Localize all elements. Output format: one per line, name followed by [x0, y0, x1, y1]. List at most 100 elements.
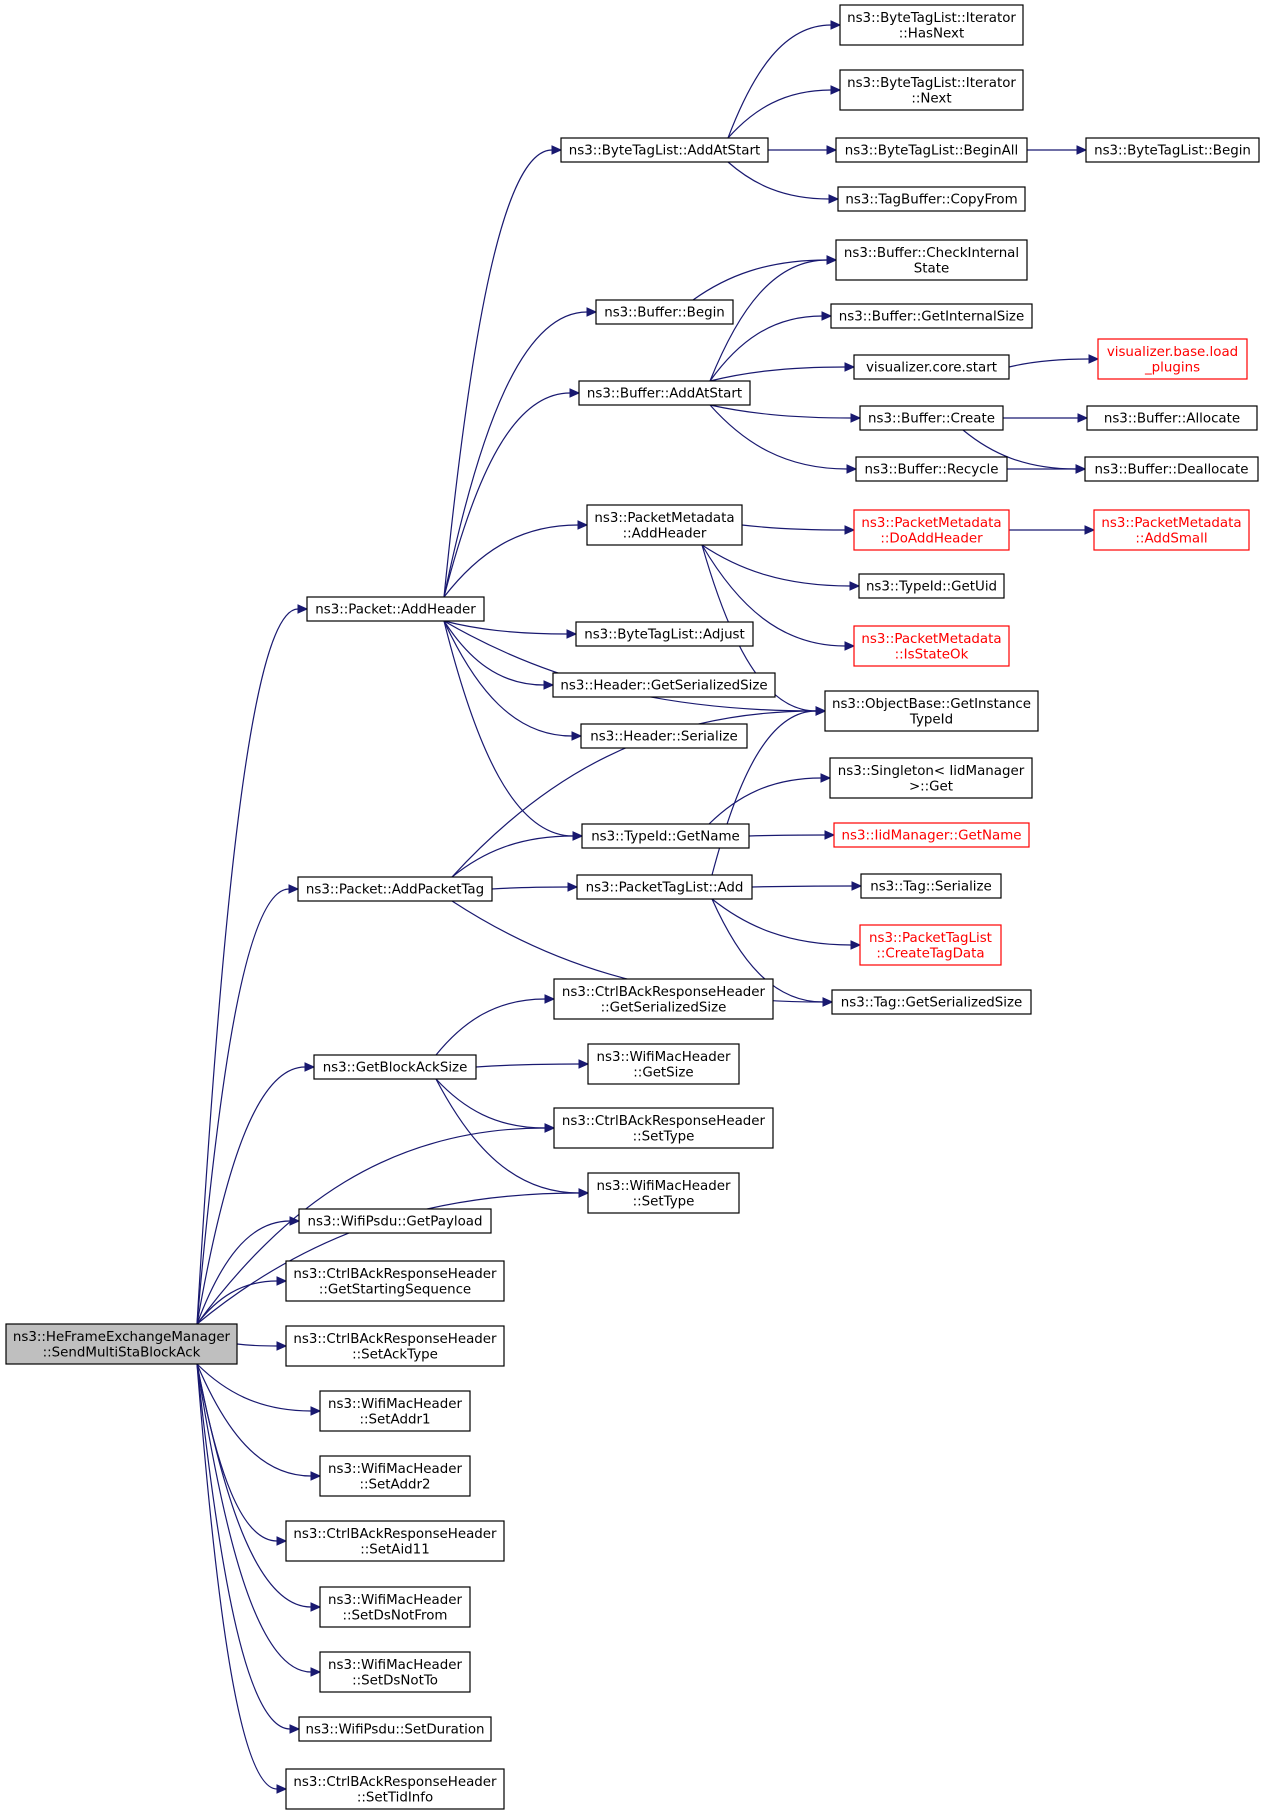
node-hdr-serialize[interactable]: ns3::Header::Serialize — [580, 723, 748, 749]
node-wmh-setdsnotto[interactable]: ns3::WifiMacHeader::SetDsNotTo — [319, 1651, 471, 1693]
node-box — [313, 1054, 477, 1080]
node-btl-begin[interactable]: ns3::ByteTagList::Begin — [1085, 137, 1260, 163]
node-btl-adjust[interactable]: ns3::ByteTagList::Adjust — [575, 621, 754, 647]
node-pkt-addpackettag[interactable]: ns3::Packet::AddPacketTag — [297, 876, 493, 902]
edge-line — [711, 898, 824, 1003]
node-btli-next[interactable]: ns3::ByteTagList::Iterator::Next — [839, 69, 1024, 111]
node-buf-getinternalsize[interactable]: ns3::Buffer::GetInternalSize — [830, 303, 1033, 329]
edge-buf-recycle-to-buf-deallocate — [1007, 464, 1087, 474]
node-tag-serialize[interactable]: ns3::Tag::Serialize — [860, 873, 1002, 899]
node-tb-copyfrom[interactable]: ns3::TagBuffer::CopyFrom — [837, 186, 1026, 212]
edge-line — [709, 404, 852, 419]
node-buf-create[interactable]: ns3::Buffer::Create — [859, 405, 1004, 431]
edge-pm-addheader-to-pm-isstateok — [701, 544, 856, 651]
node-wmh-setaddr2[interactable]: ns3::WifiMacHeader::SetAddr2 — [319, 1455, 471, 1497]
edge-buf-addatstart-to-viz-core-start — [709, 362, 856, 382]
node-buf-recycle[interactable]: ns3::Buffer::Recycle — [855, 456, 1008, 482]
node-getblockacksize[interactable]: ns3::GetBlockAckSize — [313, 1054, 477, 1080]
arrowhead-icon — [310, 1602, 322, 1612]
edge-line — [748, 834, 826, 837]
edge-buf-create-to-buf-allocate — [1003, 413, 1089, 423]
node-crh-getserializedsize[interactable]: ns3::CtrlBAckResponseHeader::GetSerializ… — [553, 978, 774, 1020]
edge-buf-addatstart-to-buf-checkinternalstate — [709, 255, 838, 382]
node-tag-getserializedsize[interactable]: ns3::Tag::GetSerializedSize — [831, 989, 1032, 1015]
arrowhead-icon — [820, 773, 832, 783]
edge-pkt-addpackettag-to-ptl-add — [491, 882, 579, 892]
node-buf-begin[interactable]: ns3::Buffer::Begin — [595, 299, 734, 325]
arrowhead-icon — [846, 464, 858, 474]
node-psdu-setduration[interactable]: ns3::WifiPsdu::SetDuration — [298, 1716, 492, 1742]
node-psdu-getpayload[interactable]: ns3::WifiPsdu::GetPayload — [298, 1208, 492, 1234]
node-label-line: ns3::Header::GetSerializedSize — [560, 679, 767, 694]
edge-pm-addheader-to-pm-doaddheader — [741, 524, 856, 535]
arrowhead-icon — [850, 940, 862, 950]
node-wmh-setdsnotfrom[interactable]: ns3::WifiMacHeader::SetDsNotFrom — [319, 1586, 471, 1628]
node-box — [575, 621, 754, 647]
edge-line — [1008, 358, 1090, 368]
nodes-layer: ns3::HeFrameExchangeManager::SendMultiSt… — [5, 4, 1260, 1810]
node-label-line: ns3::PacketTagList::Add — [586, 881, 744, 896]
node-crh-getstartseq[interactable]: ns3::CtrlBAckResponseHeader::GetStarting… — [285, 1260, 505, 1302]
node-root[interactable]: ns3::HeFrameExchangeManager::SendMultiSt… — [5, 1323, 238, 1365]
node-buf-deallocate[interactable]: ns3::Buffer::Deallocate — [1084, 456, 1259, 482]
edge-line — [196, 1066, 306, 1325]
node-label-line: ns3::CtrlBAckResponseHeader — [293, 1775, 497, 1790]
edge-line — [451, 835, 574, 878]
node-box — [587, 1043, 740, 1085]
edge-pkt-addheader-to-btl-addatstart — [443, 145, 563, 598]
node-pkt-addheader[interactable]: ns3::Packet::AddHeader — [306, 596, 485, 622]
node-btl-beginall[interactable]: ns3::ByteTagList::BeginAll — [835, 137, 1028, 163]
node-buf-allocate[interactable]: ns3::Buffer::Allocate — [1086, 405, 1258, 431]
node-label-line: ns3::PacketMetadata — [861, 516, 1001, 531]
edge-line — [443, 311, 588, 598]
node-viz-core-start[interactable]: visualizer.core.start — [853, 354, 1010, 380]
node-pm-isstateok[interactable]: ns3::PacketMetadata::IsStateOk — [853, 625, 1010, 667]
node-buf-addatstart[interactable]: ns3::Buffer::AddAtStart — [578, 380, 751, 406]
node-label-line: ns3::ByteTagList::AddAtStart — [569, 144, 761, 159]
node-iidmanager-getname[interactable]: ns3::IidManager::GetName — [833, 822, 1030, 848]
node-label-line: ns3::ByteTagList::Iterator — [847, 11, 1016, 26]
node-ptl-add[interactable]: ns3::PacketTagList::Add — [576, 874, 753, 900]
arrowhead-icon — [821, 311, 833, 321]
node-typeid-getname[interactable]: ns3::TypeId::GetName — [581, 823, 750, 849]
edge-line — [196, 1280, 278, 1325]
node-crh-settidinfo[interactable]: ns3::CtrlBAckResponseHeader::SetTidInfo — [285, 1768, 505, 1810]
node-btli-hasnext[interactable]: ns3::ByteTagList::Iterator::HasNext — [839, 4, 1024, 46]
edge-line — [491, 886, 569, 890]
node-pm-addsmall[interactable]: ns3::PacketMetadata::AddSmall — [1093, 509, 1250, 551]
edge-line — [701, 544, 817, 712]
edge-ptl-add-to-tag-getserializedsize — [711, 898, 834, 1007]
edge-typeid-getname-to-singleton-get — [708, 773, 832, 825]
node-wmh-setaddr1[interactable]: ns3::WifiMacHeader::SetAddr1 — [319, 1390, 471, 1432]
edge-line — [741, 524, 846, 531]
node-singleton-get[interactable]: ns3::Singleton< IidManager >::Get — [829, 757, 1033, 799]
node-hdr-getserializedsize[interactable]: ns3::Header::GetSerializedSize — [552, 672, 776, 698]
node-label-line: ns3::ObjectBase::GetInstance — [832, 697, 1031, 712]
node-box — [553, 978, 774, 1020]
node-crh-settype[interactable]: ns3::CtrlBAckResponseHeader::SetType — [553, 1107, 774, 1149]
node-box — [831, 989, 1032, 1015]
node-ptl-createtagdata[interactable]: ns3::PacketTagList::CreateTagData — [859, 924, 1002, 966]
node-typeid-getuid[interactable]: ns3::TypeId::GetUid — [858, 573, 1005, 599]
arrowhead-icon — [569, 388, 581, 398]
node-pm-doaddheader[interactable]: ns3::PacketMetadata::DoAddHeader — [853, 509, 1010, 551]
arrowhead-icon — [276, 1536, 288, 1546]
node-crh-setacktype[interactable]: ns3::CtrlBAckResponseHeader::SetAckType — [285, 1325, 505, 1367]
arrowhead-icon — [544, 994, 556, 1004]
node-crh-setaid11[interactable]: ns3::CtrlBAckResponseHeader::SetAid11 — [285, 1520, 505, 1562]
arrowhead-icon — [572, 831, 584, 841]
node-pm-addheader[interactable]: ns3::PacketMetadata::AddHeader — [586, 504, 743, 546]
node-wmh-getsize[interactable]: ns3::WifiMacHeader::GetSize — [587, 1043, 740, 1085]
arrowhead-icon — [826, 255, 838, 265]
node-label-line: ::GetSize — [633, 1065, 693, 1080]
arrowhead-icon — [1077, 413, 1089, 423]
edge-pm-doaddheader-to-pm-addsmall — [1008, 525, 1096, 535]
node-label-line: ns3::Buffer::Allocate — [1104, 412, 1240, 427]
node-viz-base-loadplugins[interactable]: visualizer.base.load_plugins — [1097, 338, 1248, 380]
arrowhead-icon — [571, 731, 583, 741]
node-wmh-settype[interactable]: ns3::WifiMacHeader::SetType — [587, 1172, 740, 1214]
node-btl-addatstart[interactable]: ns3::ByteTagList::AddAtStart — [560, 137, 769, 163]
